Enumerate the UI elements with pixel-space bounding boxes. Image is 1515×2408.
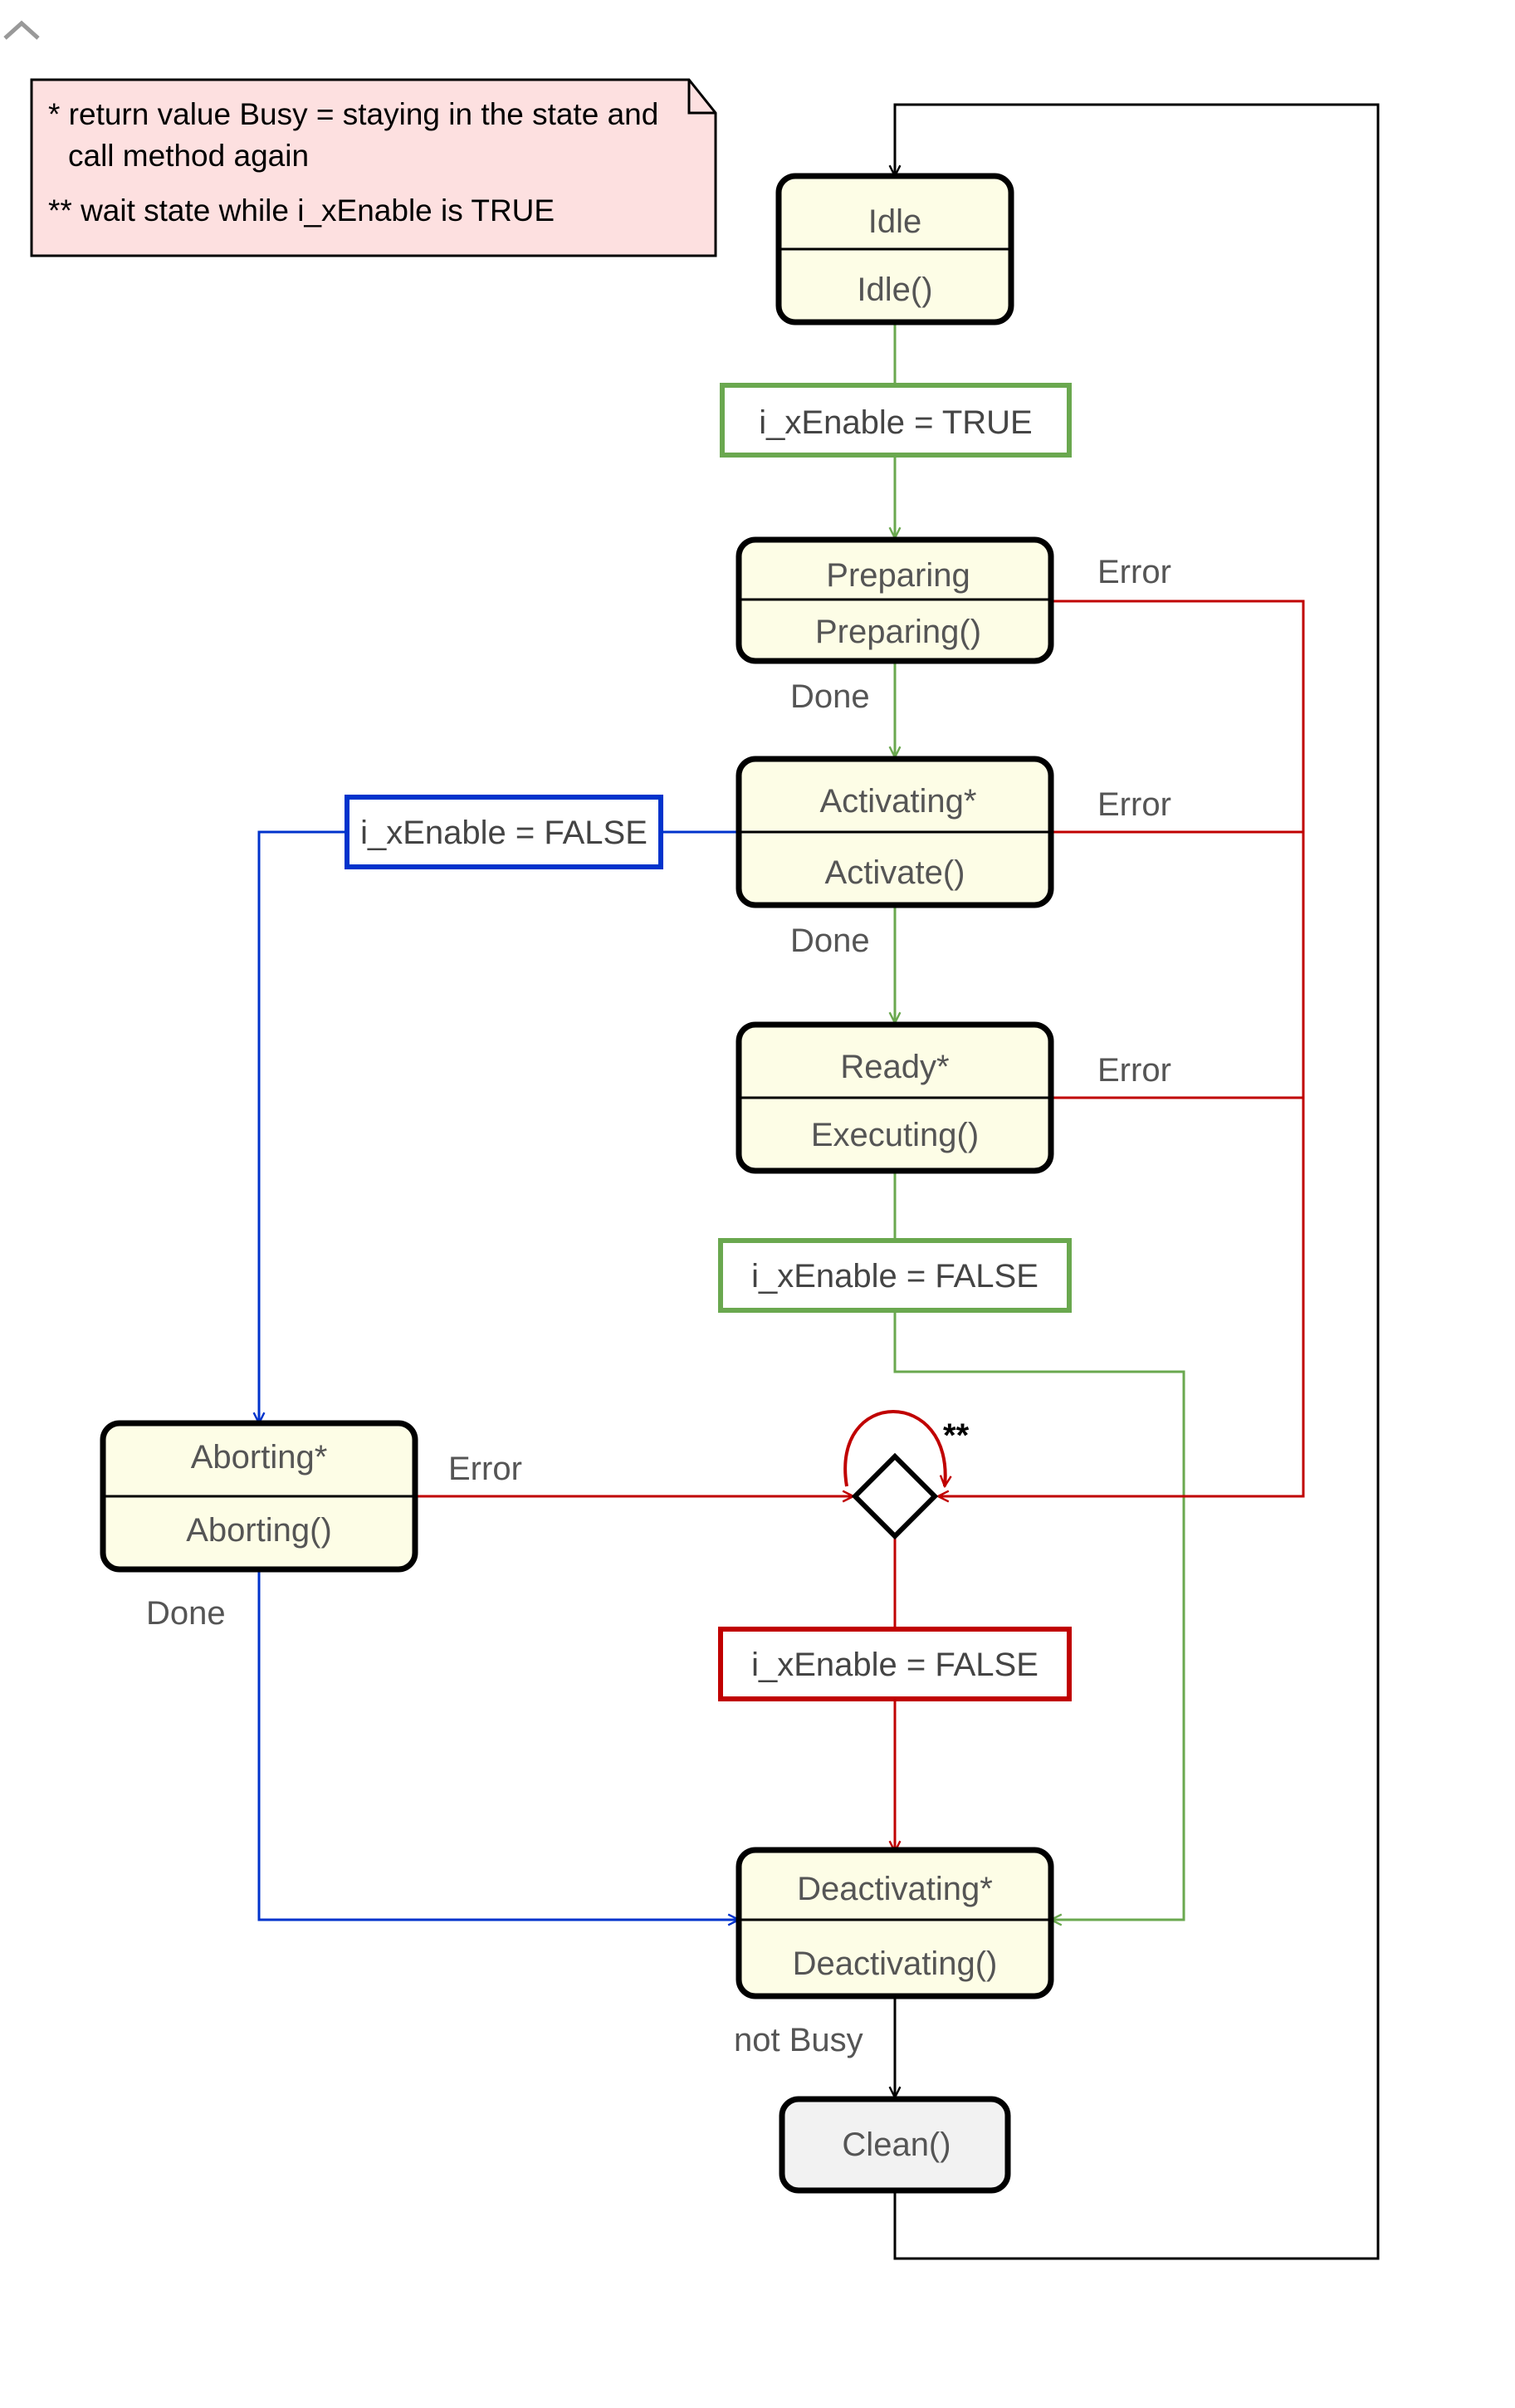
state-clean-method: Clean() [842, 2127, 951, 2163]
note-line-3: ** wait state while i_xEnable is TRUE [48, 193, 555, 228]
label-done-activating: Done [790, 923, 870, 959]
state-ready: Ready* Executing() [736, 1021, 1054, 1174]
label-error-preparing: Error [1097, 554, 1171, 590]
guard-disable-wait: i_xEnable = FALSE [718, 1627, 1072, 1701]
state-aborting-method: Aborting() [186, 1512, 332, 1549]
state-activating-title: Activating* [820, 783, 977, 820]
edge-abort-guard-to-aborting [259, 830, 347, 1423]
chevron-up-icon[interactable] [3, 20, 40, 40]
edge-clean-to-idle [895, 103, 1380, 2260]
state-ready-method: Executing() [811, 1117, 979, 1153]
state-preparing-title: Preparing [826, 557, 970, 594]
state-clean: Clean() [779, 2096, 1011, 2194]
state-deactivating-method: Deactivating() [793, 1945, 998, 1982]
note-box: * return value Busy = staying in the sta… [30, 78, 717, 257]
guard-disable-ready: i_xEnable = FALSE [718, 1238, 1072, 1313]
label-not-busy: not Busy [734, 2022, 863, 2058]
state-idle-method: Idle() [857, 272, 932, 308]
state-deactivating: Deactivating* Deactivating() [736, 1847, 1054, 1999]
state-activating-method: Activate() [825, 854, 965, 891]
state-deactivating-title: Deactivating* [797, 1871, 993, 1907]
label-done-preparing: Done [790, 678, 870, 715]
edge-preparing-error [938, 600, 1305, 1496]
state-activating: Activating* Activate() [736, 756, 1054, 908]
svg-text:i_xEnable = FALSE: i_xEnable = FALSE [751, 1647, 1039, 1683]
state-aborting: Aborting* Aborting() [100, 1420, 418, 1573]
state-idle-title: Idle [868, 203, 922, 240]
state-ready-title: Ready* [840, 1049, 949, 1085]
label-error-ready: Error [1097, 1052, 1171, 1089]
note-line-2: call method again [68, 139, 309, 173]
edge-aborting-to-deactivating [257, 1569, 739, 1920]
svg-text:i_xEnable = FALSE: i_xEnable = FALSE [751, 1258, 1039, 1295]
state-aborting-title: Aborting* [191, 1439, 328, 1476]
state-preparing-method: Preparing() [815, 614, 981, 650]
label-done-aborting: Done [146, 1595, 226, 1632]
edge-wait-self-loop [843, 1410, 946, 1486]
svg-text:i_xEnable = FALSE: i_xEnable = FALSE [360, 815, 648, 851]
edge-guard-to-deactivating [893, 1310, 1185, 1920]
label-error-aborting: Error [448, 1451, 522, 1487]
wait-state-diamond [851, 1452, 939, 1540]
note-line-1: * return value Busy = staying in the sta… [48, 97, 658, 131]
state-idle: Idle Idle() [775, 173, 1014, 325]
guard-enable-true: i_xEnable = TRUE [720, 383, 1072, 458]
state-preparing: Preparing Preparing() [736, 536, 1054, 664]
label-wait-marker: ** [943, 1417, 970, 1454]
label-error-activating: Error [1097, 786, 1171, 823]
svg-text:i_xEnable = TRUE: i_xEnable = TRUE [759, 404, 1032, 441]
guard-disable-activating: i_xEnable = FALSE [345, 795, 663, 869]
